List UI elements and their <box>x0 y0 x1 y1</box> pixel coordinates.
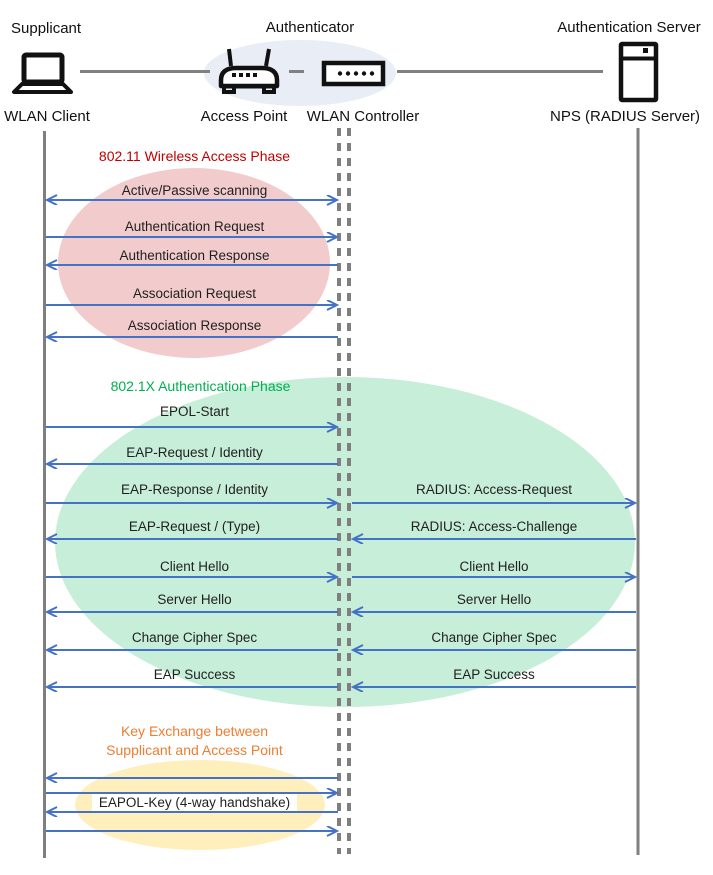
role-supplicant: Supplicant <box>11 20 82 37</box>
message-radius-access-request: RADIUS: Access-Request <box>415 482 573 497</box>
message-radius-access-challenge: RADIUS: Access-Challenge <box>410 519 578 534</box>
device-wlan-client: WLAN Client <box>4 108 90 125</box>
message-association-request: Association Request <box>132 286 257 301</box>
server-icon <box>618 41 659 103</box>
device-wlan-controller: WLAN Controller <box>306 108 420 125</box>
message-eap-response-identity: EAP-Response / Identity <box>120 482 269 497</box>
message-active-passive-scanning: Active/Passive scanning <box>121 183 268 198</box>
message-client-hello-right: Client Hello <box>459 559 529 574</box>
wireless-phase-arrows <box>46 200 338 337</box>
dot1x-left-arrows <box>46 427 338 687</box>
device-nps-radius-server: NPS (RADIUS Server) <box>550 108 701 125</box>
access-point-icon <box>218 48 280 94</box>
wireless-phase-title: 802.11 Wireless Access Phase <box>98 148 291 164</box>
wlan-controller-icon <box>321 60 386 87</box>
message-server-hello-left: Server Hello <box>157 592 232 607</box>
device-access-point: Access Point <box>200 108 288 125</box>
role-authentication-server: Authentication Server <box>557 19 701 36</box>
key-exchange-arrows <box>46 778 338 831</box>
key-exchange-title-line2: Supplicant and Access Point <box>106 742 283 758</box>
wireless-phase-ellipse <box>58 168 330 358</box>
message-change-cipher-spec-right: Change Cipher Spec <box>431 630 557 645</box>
message-server-hello-right: Server Hello <box>456 592 532 607</box>
dot1x-phase-title: 802.1X Authentication Phase <box>110 378 291 394</box>
message-eap-request-identity: EAP-Request / Identity <box>126 445 263 460</box>
message-eapol-key-wrap: EAPOL-Key (4-way handshake) <box>44 794 345 812</box>
message-association-response: Association Response <box>127 318 262 333</box>
key-exchange-title-line1: Key Exchange between <box>120 723 269 739</box>
message-eap-success-right: EAP Success <box>453 667 535 682</box>
message-client-hello-left: Client Hello <box>159 559 230 574</box>
key-exchange-phase-title: Key Exchange between Supplicant and Acce… <box>44 722 345 760</box>
dot1x-right-arrows <box>352 503 636 687</box>
message-authentication-request: Authentication Request <box>124 219 265 234</box>
dot1x-phase-ellipse <box>55 377 635 707</box>
message-eapol-key: EAPOL-Key (4-way handshake) <box>91 794 298 811</box>
message-eap-success-left: EAP Success <box>153 667 236 682</box>
role-authenticator: Authenticator <box>265 19 355 36</box>
message-change-cipher-spec-left: Change Cipher Spec <box>131 630 258 645</box>
laptop-icon <box>12 52 73 94</box>
message-epol-start: EPOL-Start <box>159 404 230 419</box>
message-eap-request-type: EAP-Request / (Type) <box>128 519 261 534</box>
message-authentication-response: Authentication Response <box>119 248 270 263</box>
